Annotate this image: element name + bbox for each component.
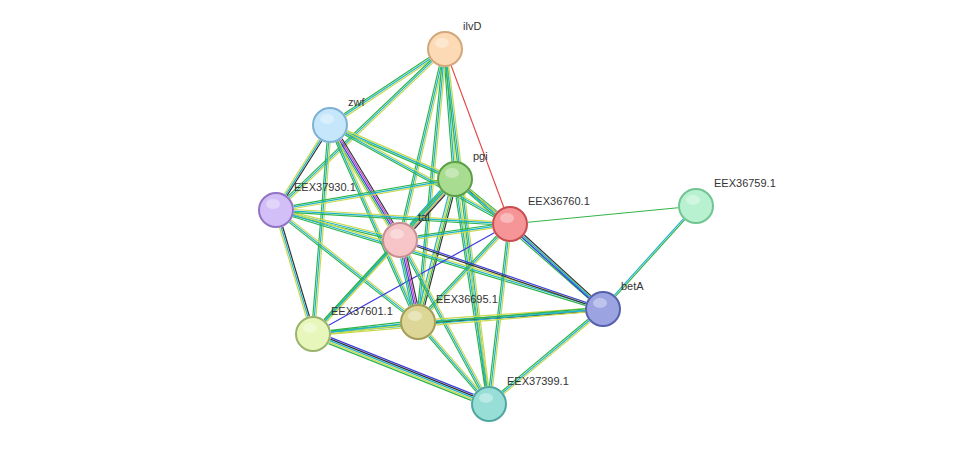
evidence-line (347, 132, 495, 214)
evidence-line (294, 209, 492, 221)
evidence-line (614, 219, 683, 295)
interaction-edge (522, 235, 591, 298)
evidence-line (522, 237, 588, 298)
interaction-edge (418, 225, 493, 239)
evidence-line (470, 190, 591, 296)
protein-node: EEX36759.1 (678, 188, 714, 224)
evidence-line (293, 180, 437, 205)
evidence-line (503, 321, 589, 393)
node-label: betA (621, 280, 644, 292)
evidence-line (402, 258, 412, 305)
evidence-line (456, 197, 485, 386)
evidence-line (418, 227, 492, 238)
node-label: tal (418, 211, 430, 223)
node-highlight (686, 195, 700, 205)
node-label: EEX37930.1 (294, 181, 356, 193)
evidence-line (290, 63, 433, 199)
evidence-line (314, 143, 328, 316)
evidence-line (331, 324, 400, 332)
node-label: EEX37399.1 (507, 375, 569, 387)
node-label: ilvD (463, 20, 481, 32)
protein-node: tal (382, 222, 418, 258)
evidence-line (616, 220, 685, 296)
node-label: EEX36760.1 (528, 195, 590, 207)
evidence-line (330, 339, 473, 396)
evidence-line (316, 143, 330, 316)
node-highlight (500, 213, 514, 223)
node-label: EEX36759.1 (714, 177, 776, 189)
evidence-line (528, 208, 678, 223)
evidence-line (283, 227, 310, 317)
protein-node: pgi (437, 161, 473, 197)
evidence-line (294, 211, 492, 223)
interaction-edge (331, 322, 401, 333)
protein-node: EEX36760.1 (492, 206, 528, 242)
node-highlight (320, 114, 334, 124)
protein-node: zwf (312, 107, 348, 143)
node-label: zwf (348, 96, 365, 108)
node-highlight (479, 393, 493, 403)
protein-node: EEX36695.1 (400, 304, 436, 340)
interaction-edge (502, 319, 590, 393)
protein-node: EEX37601.1 (295, 316, 331, 352)
protein-node: EEX37399.1 (471, 386, 507, 422)
evidence-line (523, 236, 589, 297)
evidence-line (293, 217, 586, 306)
node-label: pgi (473, 150, 488, 162)
evidence-line (331, 322, 400, 330)
evidence-line (280, 228, 307, 318)
evidence-line (293, 215, 586, 304)
evidence-line (347, 131, 439, 171)
interaction-edge (456, 197, 488, 387)
evidence-line (346, 60, 431, 116)
interaction-edge (344, 58, 431, 117)
evidence-line (469, 191, 590, 297)
protein-node: EEX37930.1 (258, 192, 294, 228)
evidence-line (329, 342, 472, 399)
evidence-line (346, 134, 494, 216)
node-highlight (435, 38, 449, 48)
node-highlight (266, 199, 280, 209)
evidence-line (330, 341, 473, 398)
evidence-line (331, 338, 474, 395)
interaction-edge (614, 219, 684, 296)
node-highlight (390, 229, 404, 239)
evidence-line (347, 132, 439, 172)
node-label: EEX36695.1 (436, 293, 498, 305)
interaction-edge (293, 214, 586, 306)
interaction-edge (329, 338, 474, 401)
evidence-line (401, 258, 411, 305)
evidence-line (430, 237, 497, 309)
protein-node: betA (585, 291, 621, 327)
interaction-edge (293, 180, 437, 208)
interaction-edge (313, 143, 330, 316)
evidence-line (504, 322, 590, 394)
evidence-line (313, 143, 327, 316)
evidence-line (281, 227, 308, 317)
interaction-edge (528, 208, 678, 223)
interaction-edge (467, 190, 590, 299)
node-highlight (303, 323, 317, 333)
interaction-edge (280, 227, 310, 317)
node-label: EEX37601.1 (331, 305, 393, 317)
evidence-line (470, 189, 497, 211)
node-highlight (445, 168, 459, 178)
evidence-line (418, 225, 492, 236)
evidence-line (502, 319, 588, 391)
evidence-line (431, 335, 478, 390)
node-highlight (408, 311, 422, 321)
evidence-line (329, 344, 472, 401)
interaction-edge (429, 236, 499, 310)
node-highlight (593, 298, 607, 308)
protein-node: ilvD (427, 31, 463, 67)
